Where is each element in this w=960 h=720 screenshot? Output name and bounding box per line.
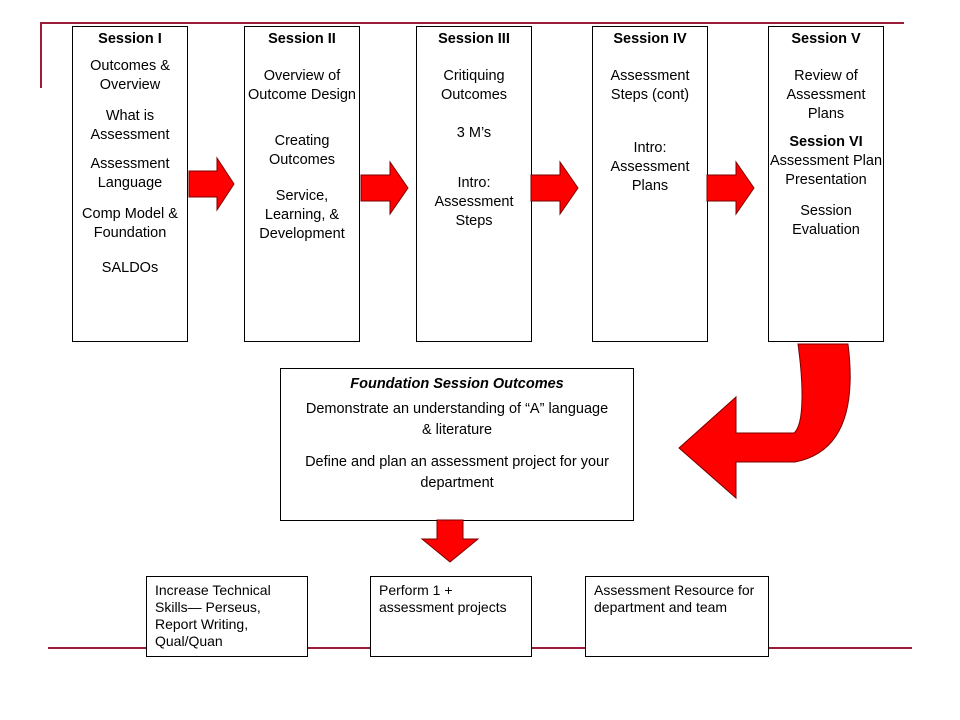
session-3-item: 3 M’s: [456, 125, 492, 141]
assessment-projects-box: Perform 1 + assessment projects: [370, 576, 532, 657]
session-1-item: Outcomes & Overview: [90, 58, 170, 93]
arrow-down-icon: [420, 519, 480, 563]
session-1-item: SALDOs: [101, 260, 159, 276]
foundation-outcome: Define and plan an assessment project fo…: [305, 454, 609, 491]
session-5-item: Session Evaluation: [792, 203, 860, 238]
technical-skills-box: Increase Technical Skills— Perseus, Repo…: [146, 576, 308, 657]
session-5-box: Session V Review of Assessment Plans Ses…: [768, 26, 884, 342]
session-1-item: Comp Model & Foundation: [82, 206, 178, 241]
session-3-item: Critiquing Outcomes: [440, 68, 508, 103]
session-3-item: Intro: Assessment Steps: [434, 175, 514, 229]
session-2-item: Creating Outcomes: [268, 133, 336, 168]
curved-arrow-icon: [678, 343, 851, 500]
session-1-box: Session I Outcomes & Overview What is As…: [72, 26, 188, 342]
assessment-resource-text: Assessment Resource for department and t…: [594, 582, 755, 615]
session-2-box: Session II Overview of Outcome Design Cr…: [244, 26, 360, 342]
session-5-item: Assessment Plan Presentation: [769, 153, 883, 188]
session-6-title: Session VI: [789, 134, 863, 150]
foundation-outcome: Demonstrate an understanding of “A” lang…: [305, 401, 609, 438]
session-1-title: Session I: [98, 31, 162, 47]
arrow-right-icon: [360, 160, 409, 216]
top-left-vertical-rule: [40, 22, 42, 88]
arrow-right-icon: [188, 156, 235, 212]
session-4-box: Session IV Assessment Steps (cont) Intro…: [592, 26, 708, 342]
session-2-item: Overview of Outcome Design: [248, 68, 356, 103]
session-5-title: Session V: [791, 31, 861, 47]
foundation-title: Foundation Session Outcomes: [350, 376, 564, 392]
session-3-box: Session III Critiquing Outcomes 3 M’s In…: [416, 26, 532, 342]
assessment-resource-box: Assessment Resource for department and t…: [585, 576, 769, 657]
session-2-item: Service, Learning, & Development: [259, 188, 345, 242]
session-1-item: What is Assessment: [90, 108, 170, 143]
session-4-title: Session IV: [613, 31, 687, 47]
technical-skills-text: Increase Technical Skills— Perseus, Repo…: [155, 582, 271, 649]
top-rule: [40, 22, 904, 24]
session-2-title: Session II: [268, 31, 336, 47]
arrow-right-icon: [530, 160, 579, 216]
session-4-item: Assessment Steps (cont): [610, 68, 690, 103]
foundation-outcomes-box: Foundation Session Outcomes Demonstrate …: [280, 368, 634, 521]
session-3-title: Session III: [438, 31, 510, 47]
session-1-item: Assessment Language: [90, 156, 170, 191]
assessment-projects-text: Perform 1 + assessment projects: [379, 582, 507, 615]
arrow-right-icon: [706, 160, 755, 216]
session-5-item: Review of Assessment Plans: [786, 68, 866, 122]
session-4-item: Intro: Assessment Plans: [610, 140, 690, 194]
